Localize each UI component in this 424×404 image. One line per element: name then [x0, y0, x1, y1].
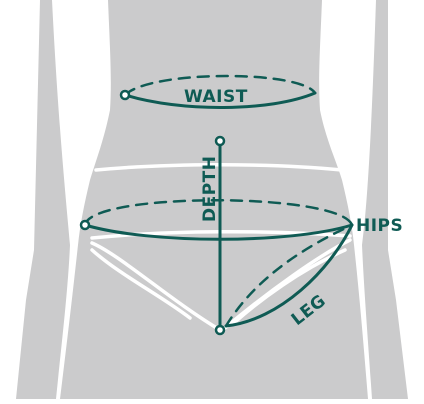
waist-endpoint	[121, 91, 129, 99]
depth-top-endpoint	[216, 137, 224, 145]
depth-label: DEPTH	[200, 155, 220, 222]
depth-bottom-endpoint	[216, 326, 224, 334]
hips-endpoint	[81, 221, 89, 229]
hips-label: HIPS	[356, 216, 403, 236]
waist-label: WAIST	[184, 87, 248, 107]
